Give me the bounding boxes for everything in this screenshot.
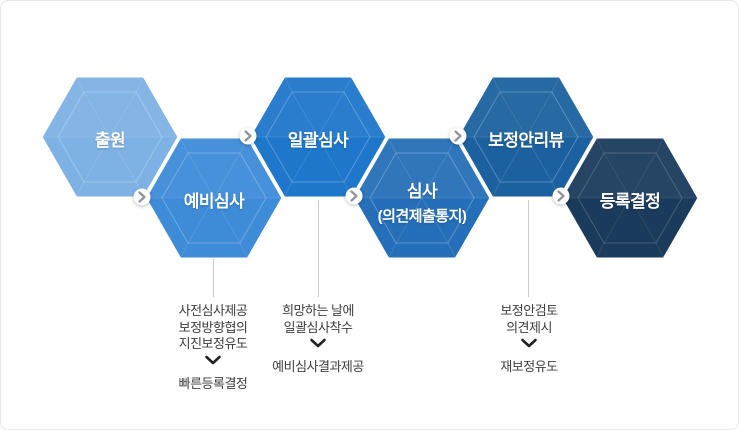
note-block: 희망하는 날에 일괄심사착수 예비심사결과제공: [228, 303, 408, 375]
chevron-down-icon: [123, 354, 303, 370]
chevron-right-icon: [345, 187, 363, 205]
chevron-right-icon: [239, 127, 257, 145]
hexagon-step-6: [559, 135, 701, 261]
chevron-down-icon: [228, 337, 408, 353]
note-line: 사전심사제공: [178, 303, 248, 318]
note-line: 보정방향협의: [178, 319, 248, 335]
note-line: 지진보정유도: [178, 336, 248, 351]
note-block: 보정안검토 의견제시 재보정유도: [439, 303, 619, 375]
connector-line: [318, 200, 319, 297]
chevron-right-icon: [449, 127, 467, 145]
note-line: 의견제시: [506, 319, 552, 335]
chevron-right-icon: [552, 187, 570, 205]
note-line: 희망하는 날에: [282, 303, 354, 318]
note-result: 빠른등록결정: [178, 375, 248, 391]
chevron-down-icon: [439, 337, 619, 353]
note-result: 예비심사결과제공: [272, 359, 364, 374]
note-line: 일괄심사착수: [283, 319, 353, 335]
connector-line: [528, 200, 529, 297]
note-block: 사전심사제공 보정방향협의 지진보정유도 빠른등록결정: [123, 303, 303, 392]
note-line: 보정안검토: [500, 303, 558, 318]
connector-line: [213, 259, 214, 297]
chevron-right-icon: [133, 188, 151, 206]
hexagon-step-4: [351, 135, 493, 261]
hexagon-step-5: [455, 74, 597, 200]
note-result: 재보정유도: [500, 359, 558, 374]
hexagon-step-3: [247, 74, 389, 200]
